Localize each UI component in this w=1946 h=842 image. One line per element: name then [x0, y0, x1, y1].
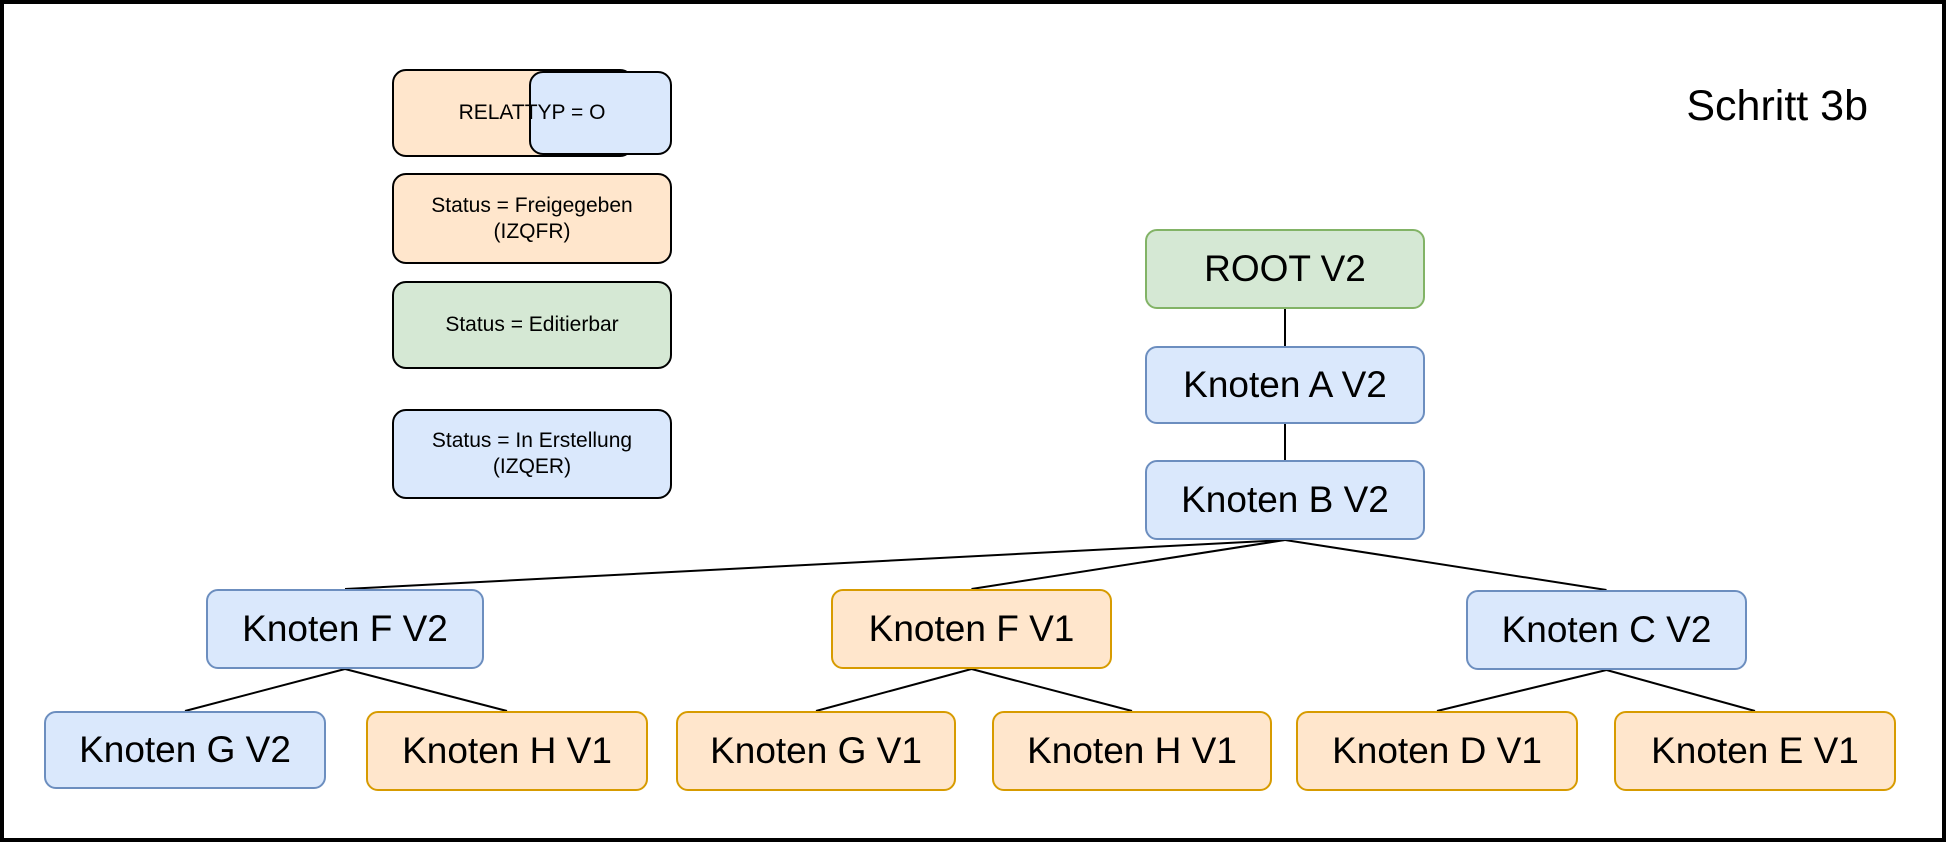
tree-node-knoten-f-v2[interactable]: Knoten F V2: [206, 589, 484, 669]
step-title: Schritt 3b: [1686, 82, 1868, 130]
tree-edge: [815, 668, 972, 712]
tree-node-knoten-c-v2[interactable]: Knoten C V2: [1466, 590, 1747, 670]
tree-node-knoten-f-v1[interactable]: Knoten F V1: [831, 589, 1112, 669]
legend-item-in-erstellung[interactable]: Status = In Erstellung (IZQER): [392, 409, 672, 499]
tree-node-knoten-b-v2[interactable]: Knoten B V2: [1145, 460, 1425, 540]
legend-label-line1: Status = Freigegeben: [431, 193, 633, 217]
tree-node-label: Knoten A V2: [1183, 364, 1387, 405]
legend-item-relattyp[interactable]: RELATTYP = O: [392, 69, 672, 157]
tree-edge: [971, 539, 1286, 590]
tree-node-label: Knoten C V2: [1501, 609, 1712, 650]
tree-edges: [184, 309, 1756, 712]
tree-edge: [971, 668, 1133, 712]
relattyp-label: RELATTYP = O: [458, 101, 606, 124]
legend-label-line1: Status = Editierbar: [445, 313, 619, 336]
tree-node-label: Knoten H V1: [1027, 730, 1237, 771]
tree-node-knoten-h-v1-left[interactable]: Knoten H V1: [366, 711, 648, 791]
tree-node-label: Knoten G V2: [79, 729, 291, 770]
tree-node-label: Knoten E V1: [1651, 730, 1859, 771]
tree-edge: [344, 668, 508, 712]
tree-node-label: Knoten G V1: [710, 730, 922, 771]
tree-node-label: ROOT V2: [1204, 248, 1366, 289]
tree-node-knoten-d-v1[interactable]: Knoten D V1: [1296, 711, 1578, 791]
legend-label-line2: (IZQFR): [493, 219, 571, 243]
tree-node-knoten-a-v2[interactable]: Knoten A V2: [1145, 346, 1425, 424]
tree-edge: [1436, 669, 1607, 712]
tree-node-root-v2[interactable]: ROOT V2: [1145, 229, 1425, 309]
tree-node-label: Knoten F V2: [242, 608, 448, 649]
tree-edge: [184, 668, 346, 712]
relattyp-blue-box: [529, 71, 672, 155]
tree-edge: [344, 539, 1286, 590]
legend-label-line2: (IZQER): [492, 455, 572, 478]
tree-node-label: Knoten F V1: [868, 608, 1075, 649]
tree-edge: [1606, 669, 1756, 712]
tree-node-knoten-g-v1[interactable]: Knoten G V1: [676, 711, 956, 791]
legend-item-editierbar[interactable]: Status = Editierbar: [392, 281, 672, 369]
tree-node-label: Knoten B V2: [1181, 479, 1389, 520]
tree-node-knoten-h-v1-mid[interactable]: Knoten H V1: [992, 711, 1272, 791]
legend-label-line1: Status = In Erstellung: [431, 429, 633, 452]
tree-node-knoten-g-v2[interactable]: Knoten G V2: [44, 711, 326, 789]
tree-node-label: Knoten D V1: [1332, 730, 1542, 771]
legend-item-freigegeben[interactable]: Status = Freigegeben (IZQFR): [392, 173, 672, 264]
tree-edge: [1284, 539, 1607, 591]
tree-node-label: Knoten H V1: [402, 730, 612, 771]
tree-node-knoten-e-v1[interactable]: Knoten E V1: [1614, 711, 1896, 791]
